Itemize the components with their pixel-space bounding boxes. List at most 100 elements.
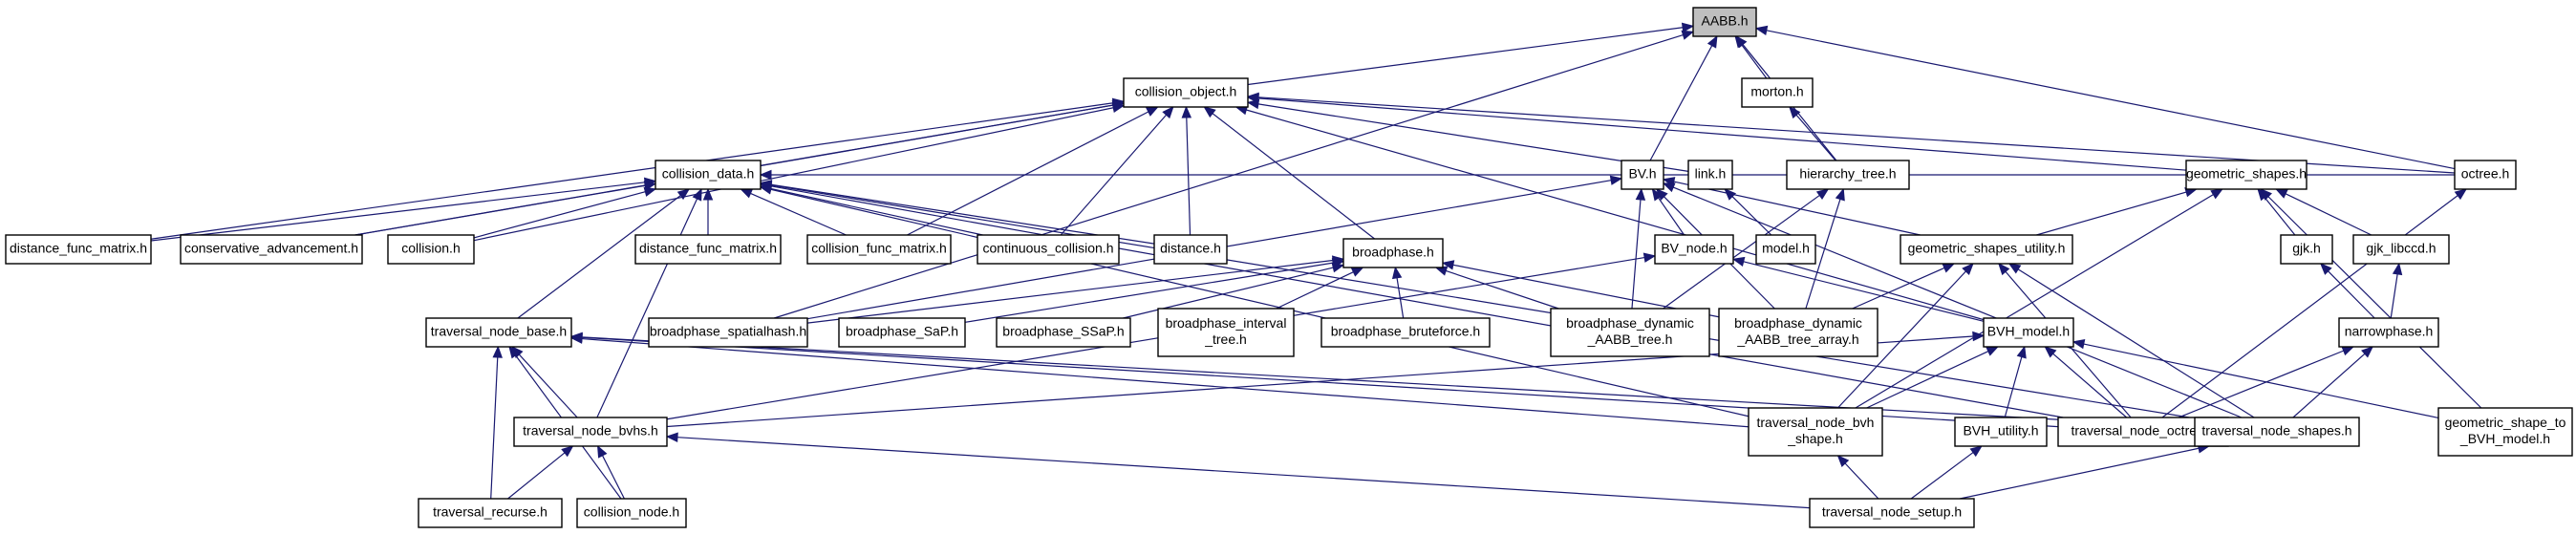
node-broadphase-bruteforce[interactable]: broadphase_bruteforce.h (1320, 317, 1491, 348)
edge-line (2328, 270, 2375, 319)
arrowhead-icon (2210, 188, 2223, 200)
arrowhead-icon (1681, 30, 1695, 40)
node-label: model.h (1762, 241, 1810, 256)
node-traversal-node-setup[interactable]: traversal_node_setup.h (1809, 498, 1975, 528)
node-morton[interactable]: morton.h (1741, 77, 1814, 108)
node-traversal-node-base[interactable]: traversal_node_base.h (425, 317, 572, 348)
arrowhead-icon (1203, 106, 1216, 118)
node-geometric-shapes[interactable]: geometric_shapes.h (2185, 160, 2308, 190)
node-traversal-recurse[interactable]: traversal_recurse.h (418, 498, 563, 528)
edge-collision-to-collision_object (473, 102, 1126, 242)
node-bv[interactable]: BV.h (1621, 160, 1664, 190)
node-label: link.h (1695, 166, 1727, 182)
edge-line (1658, 197, 1685, 236)
node-continuous-collision[interactable]: continuous_collision.h (977, 234, 1120, 265)
node-label: continuous_collision.h (983, 241, 1114, 256)
node-hierarchy-tree[interactable]: hierarchy_tree.h (1786, 160, 1910, 190)
node-gjk[interactable]: gjk.h (2280, 234, 2333, 265)
arrowhead-icon (1331, 263, 1345, 273)
node-traversal-node-bvh-shape[interactable]: traversal_node_bvh_shape.h (1748, 407, 1883, 457)
node-collision-object[interactable]: collision_object.h (1123, 77, 1249, 108)
node-broadphase-dynamic-aabb-tree-array[interactable]: broadphase_dynamic_AABB_tree_array.h (1718, 308, 1878, 357)
node-box (1621, 160, 1664, 190)
edge-line (473, 191, 646, 239)
node-label: BV_node.h (1661, 241, 1727, 256)
edge-line (150, 182, 646, 242)
arrowhead-icon (1350, 267, 1364, 277)
node-narrowphase[interactable]: narrowphase.h (2338, 317, 2439, 348)
edge-line (773, 33, 1684, 319)
node-broadphase-dynamic-aabb-tree[interactable]: broadphase_dynamic_AABB_tree.h (1550, 308, 1710, 357)
edge-geometric_shape_to_bvh_model-to-bvh_model (2072, 339, 2439, 418)
edge-hierarchy_tree-to-morton (1789, 105, 1836, 161)
node-bvh-utility[interactable]: BVH_utility.h (1954, 417, 2048, 447)
arrowhead-icon (492, 345, 503, 358)
node-box (1718, 308, 1878, 357)
node-distance-func-matrix-1[interactable]: distance_func_matrix.h (5, 234, 152, 265)
edge-line (1247, 27, 1684, 86)
edge-traversal_node_bvh_shape-to-geometric_shapes (1855, 188, 2223, 409)
node-label: traversal_node_setup.h (1822, 504, 1962, 520)
node-model[interactable]: model.h (1755, 234, 1816, 265)
arrowhead-icon (665, 432, 678, 442)
node-collision[interactable]: collision.h (387, 234, 475, 265)
node-broadphase-ssap[interactable]: broadphase_SSaP.h (996, 317, 1131, 348)
arrowhead-icon (759, 184, 773, 195)
edge-continuous_collision-to-collision_data (759, 183, 983, 236)
edge-line (806, 259, 1334, 324)
edge-line (770, 188, 1750, 417)
node-box (648, 317, 808, 348)
edge-collision-to-collision_data (473, 186, 657, 239)
node-broadphase-sap[interactable]: broadphase_SaP.h (838, 317, 966, 348)
node-traversal-node-bvhs[interactable]: traversal_node_bvhs.h (513, 417, 668, 447)
edge-line (2083, 343, 2439, 418)
node-box (1748, 407, 1883, 457)
node-bvh-model[interactable]: BVH_model.h (1983, 317, 2074, 348)
edge-line (596, 198, 698, 418)
edge-line (2052, 353, 2128, 418)
arrowhead-icon (1836, 455, 1850, 467)
node-distance[interactable]: distance.h (1153, 234, 1228, 265)
edge-line (770, 185, 2064, 418)
node-bv-node[interactable]: BV_node.h (1654, 234, 1734, 265)
arrowhead-icon (1609, 175, 1623, 185)
node-geometric-shapes-utility[interactable]: geometric_shapes_utility.h (1900, 234, 2073, 265)
node-broadphase-interval-tree[interactable]: broadphase_interval_tree.h (1157, 308, 1295, 357)
node-broadphase[interactable]: broadphase.h (1342, 238, 1444, 268)
node-label: hierarchy_tree.h (1799, 166, 1896, 182)
node-box (1654, 234, 1734, 265)
arrowhead-icon (1651, 187, 1664, 202)
node-conservative-advancement[interactable]: conservative_advancement.h (180, 234, 363, 265)
node-box (1157, 308, 1295, 357)
node-collision-func-matrix[interactable]: collision_func_matrix.h (806, 234, 952, 265)
node-octree[interactable]: octree.h (2454, 160, 2517, 190)
node-aabb[interactable]: AABB.h (1692, 7, 1757, 37)
arrowhead-icon (2016, 345, 2027, 359)
arrowhead-icon (2007, 263, 2022, 274)
node-geometric-shape-to-bvh-model[interactable]: geometric_shape_to_BVH_model.h (2437, 407, 2573, 457)
arrowhead-icon (1835, 187, 1845, 202)
node-broadphase-spatialhash[interactable]: broadphase_spatialhash.h (648, 317, 808, 348)
node-label: octree.h (2461, 166, 2510, 182)
node-collision-node[interactable]: collision_node.h (576, 498, 687, 528)
arrowhead-icon (1162, 106, 1174, 119)
arrowhead-icon (2361, 346, 2374, 358)
edge-line (666, 256, 1645, 420)
node-traversal-node-shapes[interactable]: traversal_node_shapes.h (2194, 417, 2360, 447)
node-collision-data[interactable]: collision_data.h (655, 160, 762, 190)
edge-traversal_recurse-to-traversal_node_bvhs (507, 445, 574, 500)
edge-traversal_node_bvh_shape-to-bvh_model (1866, 346, 2000, 409)
node-box (1755, 234, 1816, 265)
node-label: traversal_recurse.h (433, 504, 547, 520)
edge-line (1246, 109, 1985, 321)
edge-line (2017, 268, 2255, 418)
node-label: _BVH_model.h (2459, 431, 2550, 446)
node-link[interactable]: link.h (1687, 160, 1733, 190)
arrowhead-icon (643, 186, 657, 197)
arrowhead-icon (676, 188, 691, 201)
node-box (1954, 417, 2048, 447)
node-box (1741, 77, 1814, 108)
node-box (1123, 77, 1249, 108)
node-gjk-libccd[interactable]: gjk_libccd.h (2352, 234, 2450, 265)
node-distance-func-matrix-2[interactable]: distance_func_matrix.h (634, 234, 782, 265)
